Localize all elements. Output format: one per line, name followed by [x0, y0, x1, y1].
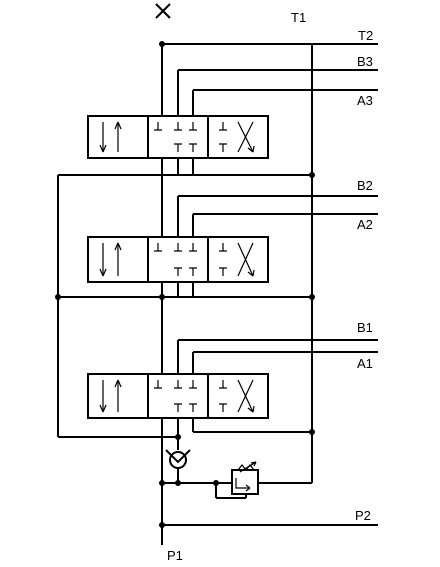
tank-vent-x-icon	[155, 3, 171, 19]
label-t1: T1	[291, 10, 306, 25]
label-b2: B2	[357, 178, 373, 193]
label-t2: T2	[358, 28, 373, 43]
relief-valve-icon	[215, 461, 259, 499]
label-a1: A1	[357, 356, 373, 371]
label-b3: B3	[357, 54, 373, 69]
valve-2	[58, 195, 378, 298]
check-valve-icon	[165, 437, 191, 483]
label-a3: A3	[357, 93, 373, 108]
valve-3	[58, 69, 378, 176]
label-p2: P2	[355, 508, 371, 523]
junction-dots	[55, 41, 315, 528]
label-b1: B1	[357, 320, 373, 335]
label-p1: P1	[167, 548, 183, 563]
valve-1	[58, 339, 378, 438]
label-a2: A2	[357, 217, 373, 232]
